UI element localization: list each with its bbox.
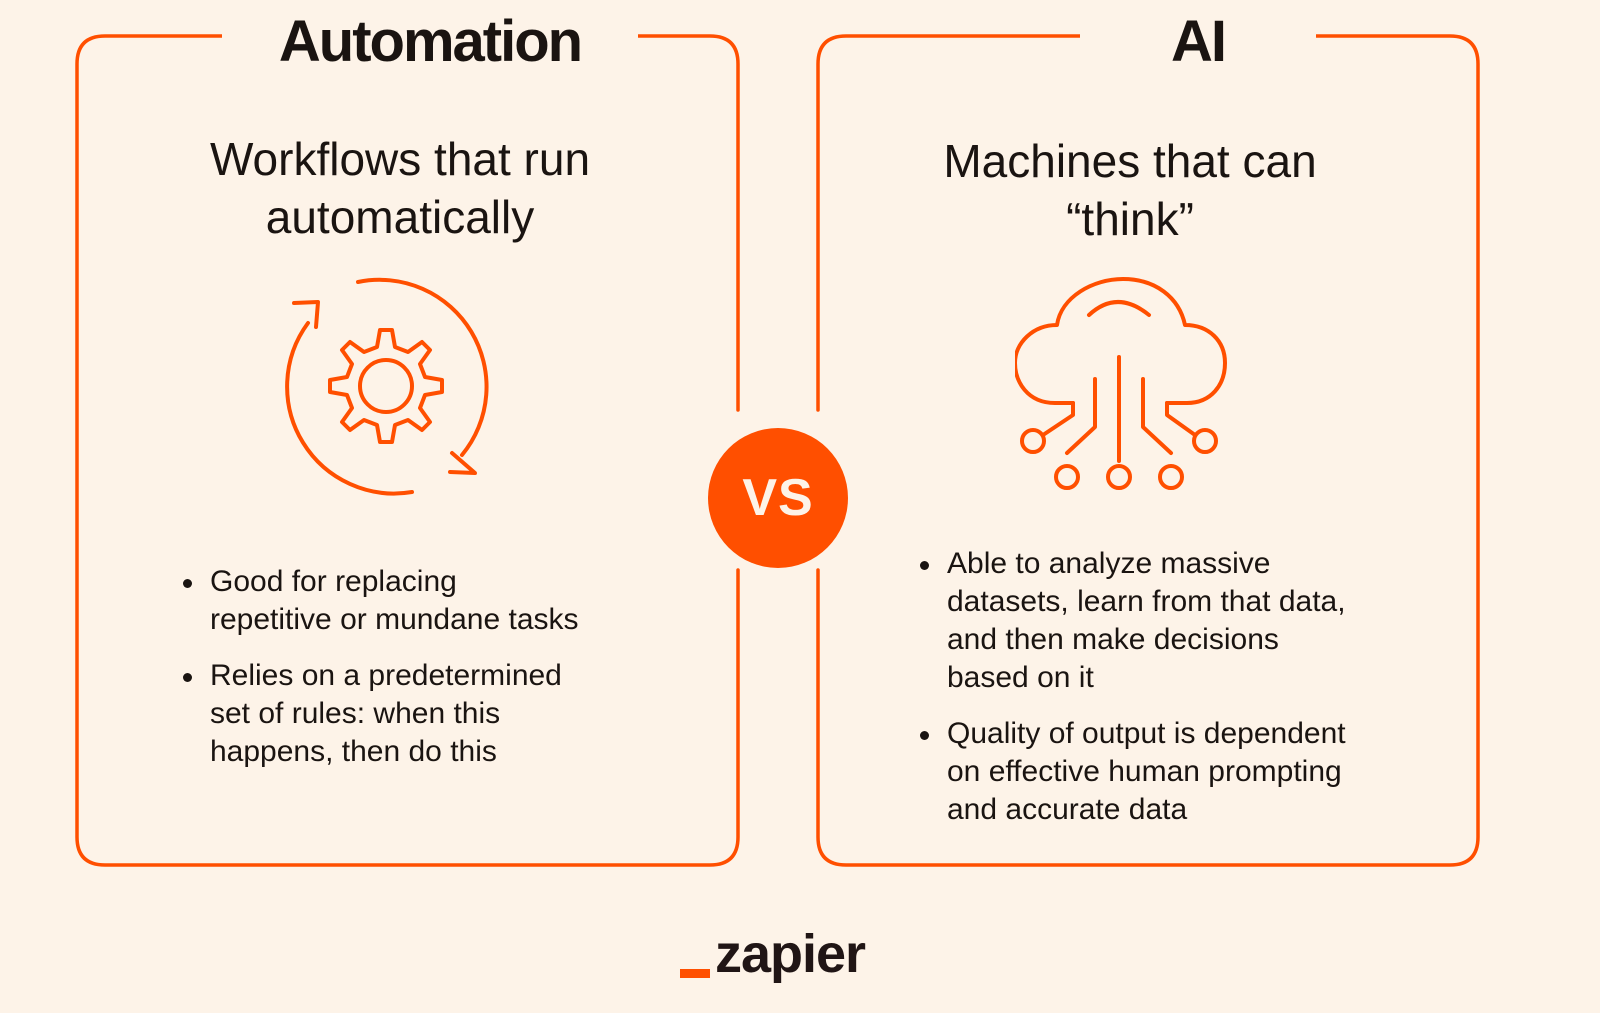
list-item: Relies on a predetermined set of rules: … xyxy=(183,657,690,771)
ai-cloud-circuit-icon xyxy=(1015,277,1227,490)
ai-title: AI xyxy=(1080,2,1316,82)
automation-subtitle-line: automatically xyxy=(265,191,535,243)
zapier-underscore-mark xyxy=(680,969,710,978)
bullet-line: based on it xyxy=(947,661,1094,694)
bullet-line: and accurate data xyxy=(947,793,1188,826)
automation-panel-border xyxy=(75,34,740,867)
vs-badge: VS xyxy=(708,428,848,568)
ai-bullet-list: Able to analyze massive datasets, learn … xyxy=(915,545,1447,847)
bullet-line: happens, then do this xyxy=(210,735,497,768)
zapier-wordmark: zapier xyxy=(715,924,866,984)
automation-subtitle-line: Workflows that run xyxy=(209,133,591,185)
automation-subtitle: Workflows that run automatically xyxy=(100,130,700,246)
bullet-line: Able to analyze massive xyxy=(947,547,1271,580)
list-item: Able to analyze massive datasets, learn … xyxy=(920,545,1447,697)
ai-subtitle-line: “think” xyxy=(1066,193,1194,245)
gear-cycle-icon xyxy=(285,277,489,496)
ai-subtitle: Machines that can “think” xyxy=(840,132,1420,248)
automation-title: Automation xyxy=(222,2,638,82)
bullet-line: set of rules: when this xyxy=(210,697,501,730)
bullet-line: and then make decisions xyxy=(947,623,1279,656)
bullet-line: Good for replacing xyxy=(210,565,457,598)
bullet-line: Quality of output is dependent xyxy=(947,717,1346,750)
list-item: Quality of output is dependent on effect… xyxy=(920,715,1447,829)
zapier-logo: zapier xyxy=(680,925,930,985)
ai-subtitle-line: Machines that can xyxy=(943,135,1317,187)
bullet-line: on effective human prompting xyxy=(947,755,1342,788)
ai-panel-border xyxy=(816,34,1480,867)
list-item: Good for replacing repetitive or mundane… xyxy=(183,563,690,639)
bullet-line: datasets, learn from that data, xyxy=(947,585,1346,618)
bullet-line: Relies on a predetermined xyxy=(210,659,562,692)
automation-bullet-list: Good for replacing repetitive or mundane… xyxy=(178,563,690,789)
bullet-line: repetitive or mundane tasks xyxy=(210,603,579,636)
